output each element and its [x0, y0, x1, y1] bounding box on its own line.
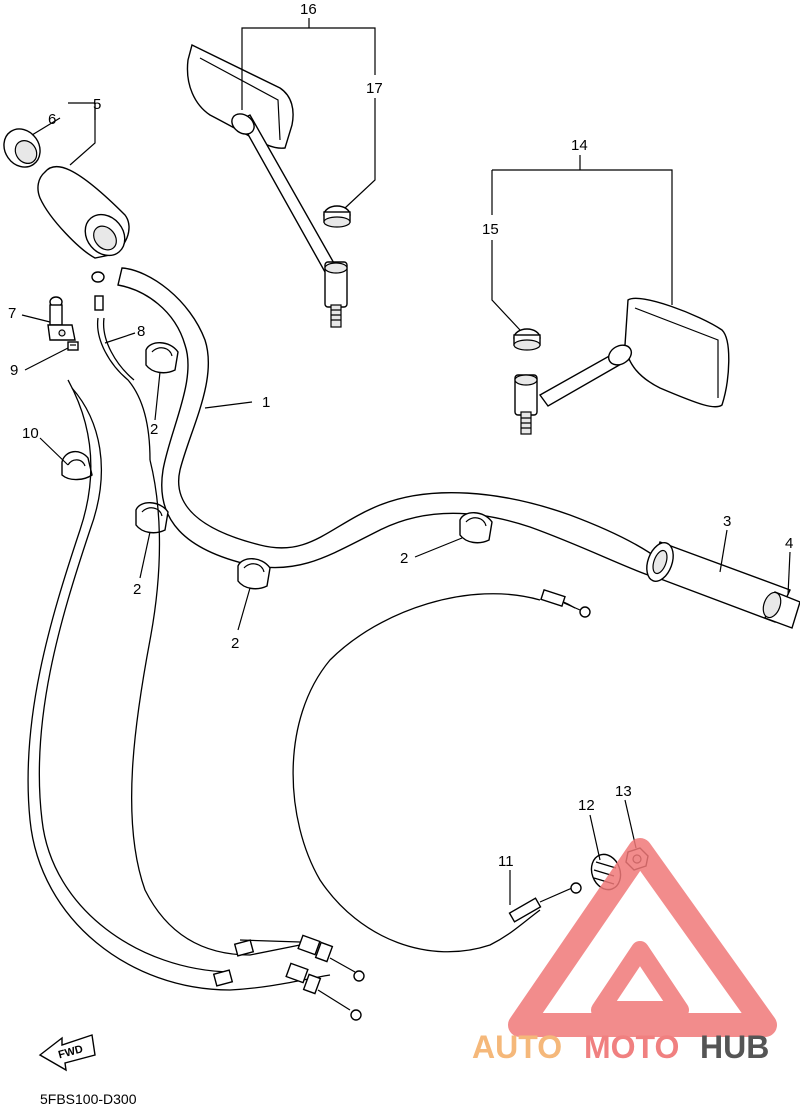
- callout-labels: 1 2 2 2 2 3 4 5 6 7 8 9 10 11 12 13 14 1…: [8, 1, 793, 870]
- callout-15: 15: [482, 221, 499, 238]
- left-grip: [37, 165, 130, 259]
- throttle-cable-8: [91, 271, 151, 461]
- throttle-end-cap: [762, 591, 800, 629]
- fwd-arrow-icon: FWD: [38, 1034, 96, 1072]
- callout-6: 6: [48, 111, 56, 128]
- clamp-2c: [237, 558, 271, 590]
- watermark-text-moto: MOTO: [584, 1029, 679, 1065]
- callout-8: 8: [137, 323, 145, 340]
- clutch-cable-end: [508, 882, 582, 923]
- watermark-text-auto: AUTO: [472, 1029, 562, 1065]
- clamp-2b: [135, 502, 169, 534]
- right-mirror-cap: [513, 328, 541, 351]
- callout-4: 4: [785, 535, 793, 552]
- callout-2a: 2: [150, 421, 158, 438]
- watermark-triangle-outer: [508, 838, 777, 1037]
- screw-9: [67, 341, 79, 351]
- watermark-logo: [508, 838, 777, 1037]
- clamp-2a: [145, 342, 179, 374]
- callout-11: 11: [498, 853, 514, 870]
- left-mirror-cap: [323, 205, 351, 228]
- cable-end-top: [540, 588, 591, 618]
- callout-1: 1: [262, 394, 270, 411]
- left-mirror: [186, 43, 348, 328]
- callout-3: 3: [723, 513, 731, 530]
- callout-7: 7: [8, 305, 16, 322]
- callout-2b: 2: [133, 581, 141, 598]
- grip-end-cap: [3, 128, 41, 168]
- callout-10: 10: [22, 425, 39, 442]
- clamp-10: [61, 451, 93, 481]
- cable-holder-7: [47, 296, 76, 341]
- callout-2d: 2: [400, 550, 408, 567]
- callout-2c: 2: [231, 635, 239, 652]
- callout-17: 17: [366, 80, 383, 97]
- watermark-text-hub: HUB: [700, 1029, 769, 1065]
- clamp-2d: [459, 512, 493, 544]
- callout-12: 12: [578, 797, 595, 814]
- callout-5: 5: [93, 96, 101, 113]
- throttle-cables: [27, 379, 331, 991]
- callout-14: 14: [571, 137, 588, 154]
- callout-16: 16: [300, 1, 317, 18]
- handlebar: [117, 267, 661, 576]
- cable-end-bottom-1: [233, 934, 365, 982]
- callout-9: 9: [10, 362, 18, 379]
- right-mirror: [514, 297, 730, 435]
- callout-13: 13: [615, 783, 632, 800]
- clutch-cable: [292, 593, 576, 953]
- leader-lines: [21, 18, 791, 905]
- cable-end-bottom-2: [212, 962, 362, 1021]
- diagram-code: 5FBS100-D300: [40, 1091, 137, 1107]
- watermark-triangle-inner: [591, 941, 689, 1019]
